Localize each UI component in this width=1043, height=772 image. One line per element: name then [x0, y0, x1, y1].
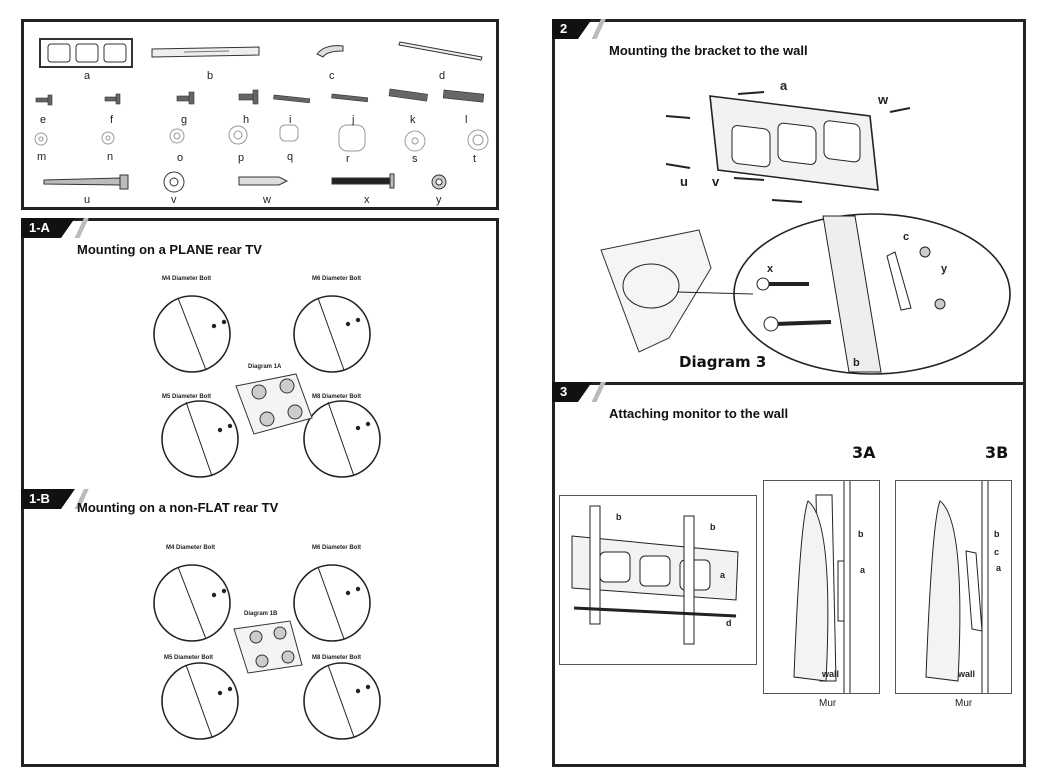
callout-b: b: [853, 357, 860, 369]
bolt-label-m5: M5 Diameter Bolt: [164, 655, 213, 661]
part-label: u: [84, 194, 91, 206]
callout-a: a: [780, 78, 788, 93]
section-1-panel: 1-A Mounting on a PLANE rear TV M4 Diame…: [21, 218, 499, 767]
diagram-1b: M4 Diameter Bolt M6 Diameter Bolt M5 Dia…: [153, 545, 381, 740]
side-view-3a-illustration: b a wall: [793, 481, 866, 693]
callout-b: b: [994, 529, 1000, 539]
wall-bracket-illustration: a w u v: [665, 78, 911, 203]
bolt-label-m5: M5 Diameter Bolt: [162, 394, 211, 400]
tab-tail: [73, 489, 91, 509]
assembly-illustration: b b a d: [571, 505, 739, 645]
part-label: f: [110, 114, 114, 126]
section-2-title: Mounting the bracket to the wall: [609, 43, 808, 58]
callout-y: y: [941, 263, 948, 275]
diagram-1a: M4 Diameter Bolt M6 Diameter Bolt M5 Dia…: [153, 276, 381, 478]
part-label: e: [40, 114, 47, 126]
section-3-panel: 3 Attaching monitor to the wall 3A 3B b …: [552, 382, 1026, 767]
section-2-tab: 2: [552, 19, 608, 39]
callout-b: b: [858, 529, 864, 539]
side-view-3b-illustration: b c a wall: [925, 481, 1002, 693]
part-label: d: [439, 70, 446, 82]
callout-c: c: [994, 547, 999, 557]
callout-v: v: [712, 174, 720, 189]
part-label: k: [410, 114, 416, 126]
part-label: c: [329, 70, 335, 82]
part-label: x: [364, 194, 370, 206]
label-3a: 3A: [852, 443, 876, 462]
callout-u: u: [680, 174, 688, 189]
part-label: n: [107, 151, 114, 163]
diagram-3-label: Diagram 3: [679, 353, 767, 371]
section-2-panel: 2 Mounting the bracket to the wall a w u…: [552, 19, 1026, 385]
diagram-1a-label: Diagram 1A: [248, 364, 282, 370]
section-1a-tab: 1-A: [21, 218, 91, 238]
part-label: o: [177, 152, 184, 164]
callout-c: c: [903, 231, 909, 243]
section-1b-tab: 1-B: [21, 489, 91, 509]
part-label: v: [171, 194, 177, 206]
diagram-3-illustration: x c y b: [600, 213, 1011, 375]
wall-label: wall: [821, 669, 839, 679]
side-view-3a: b a wall: [763, 480, 880, 694]
tab-label: 1-B: [29, 491, 50, 506]
callout-b: b: [710, 522, 716, 532]
label-3b: 3B: [985, 443, 1009, 462]
bolt-label-m6: M6 Diameter Bolt: [312, 276, 361, 282]
part-label: r: [346, 153, 350, 165]
part-label: b: [207, 70, 214, 82]
part-label: q: [287, 151, 294, 163]
parts-illustration: [34, 38, 489, 193]
tab-label: 2: [560, 21, 568, 36]
part-label: a: [84, 70, 91, 82]
tab-label: 1-A: [29, 220, 50, 235]
part-label: y: [436, 194, 442, 206]
callout-a: a: [996, 563, 1002, 573]
callout-w: w: [877, 92, 889, 107]
callout-x: x: [767, 263, 774, 275]
assembly-diagram: b b a d: [559, 495, 757, 665]
part-label: t: [473, 153, 477, 165]
callout-a: a: [720, 570, 726, 580]
part-label: m: [37, 151, 47, 163]
part-label: i: [289, 114, 292, 126]
tab-tail: [590, 382, 608, 402]
part-label: j: [352, 114, 355, 126]
section-3-tab: 3: [552, 382, 608, 402]
bolt-label-m6: M6 Diameter Bolt: [312, 545, 361, 551]
tab-tail: [73, 218, 91, 238]
tab-label: 3: [560, 384, 568, 399]
side-view-3b: b c a wall: [895, 480, 1012, 694]
callout-b: b: [616, 512, 622, 522]
bolt-label-m8: M8 Diameter Bolt: [312, 655, 361, 661]
bolt-label-m4: M4 Diameter Bolt: [166, 545, 215, 551]
callout-a: a: [860, 565, 866, 575]
section-1b-title: Mounting on a non-FLAT rear TV: [77, 500, 279, 515]
section-3-title: Attaching monitor to the wall: [609, 406, 789, 421]
mur-label-3b: Mur: [955, 698, 973, 709]
part-label: l: [465, 114, 468, 126]
bolt-label-m8: M8 Diameter Bolt: [312, 394, 361, 400]
part-label: w: [263, 194, 271, 206]
wall-label: wall: [957, 669, 975, 679]
section-1a-title: Mounting on a PLANE rear TV: [77, 242, 262, 257]
part-label: g: [181, 114, 188, 126]
bolt-label-m4: M4 Diameter Bolt: [162, 276, 211, 282]
mur-label-3a: Mur: [819, 698, 837, 709]
part-label: h: [243, 114, 250, 126]
callout-d: d: [726, 618, 732, 628]
diagram-1b-label: Diagram 1B: [244, 611, 278, 617]
parts-panel: a b c d e f g h i j k l m n o p q r s t …: [21, 19, 499, 210]
tab-tail: [590, 19, 608, 39]
part-label: p: [238, 152, 245, 164]
part-label: s: [412, 153, 418, 165]
